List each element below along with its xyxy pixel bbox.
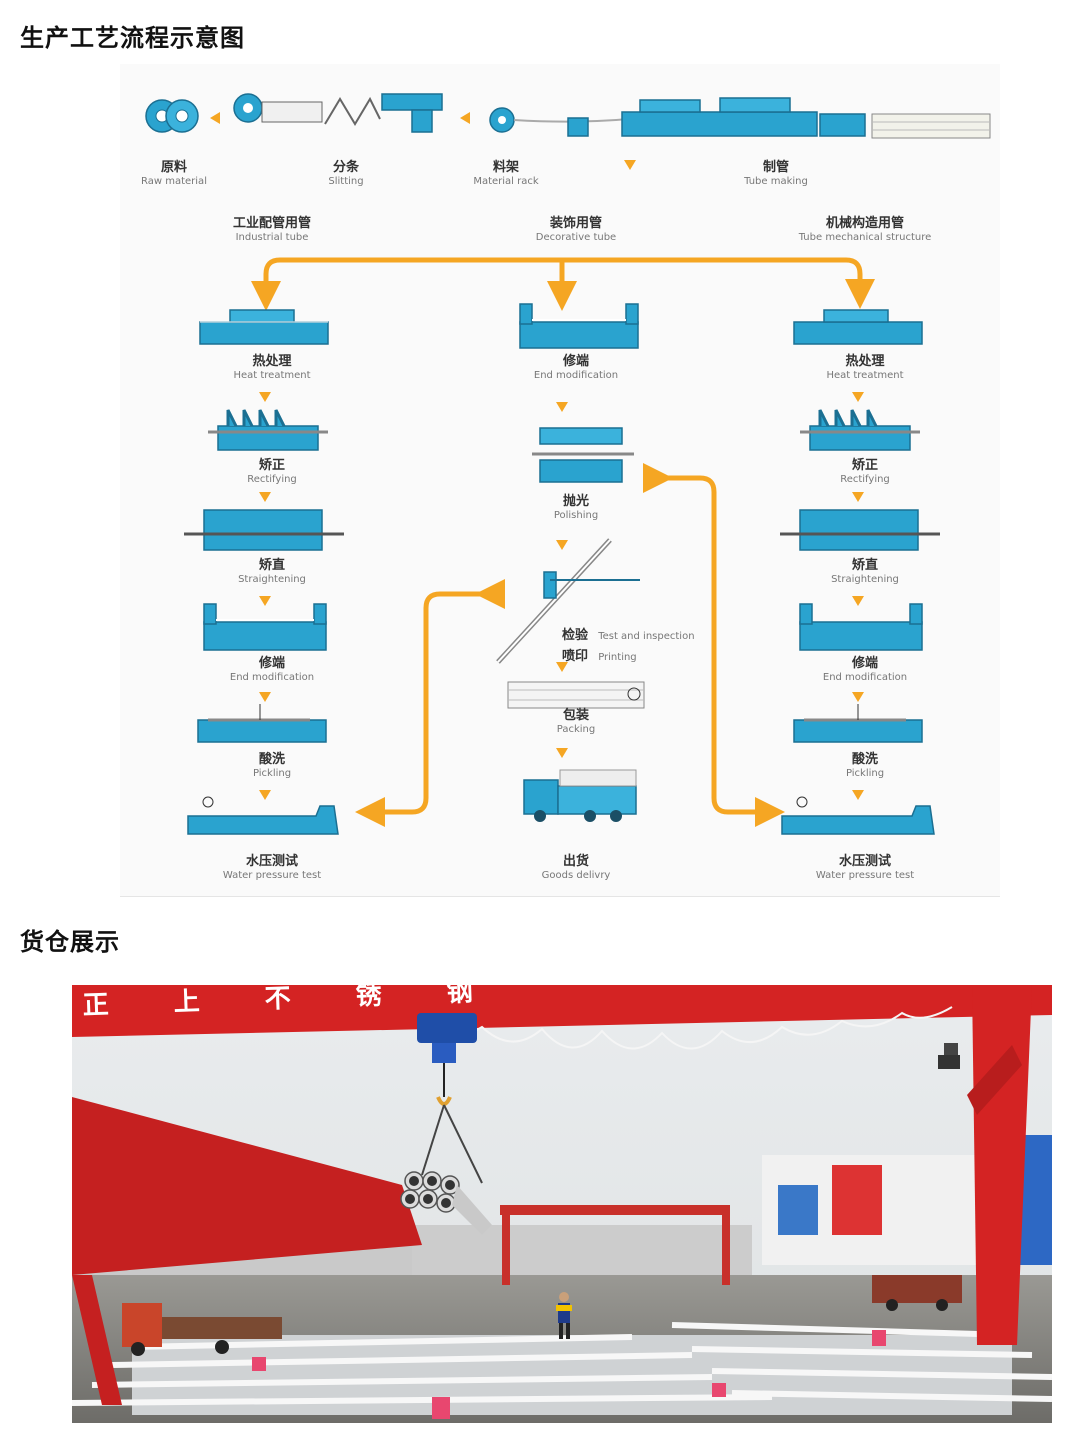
packing-bundle-icon [507,681,645,709]
right-heat-treatment-icon [793,309,923,345]
right-water-pressure-test-icon [781,796,935,835]
left-heat-treatment-icon [199,309,329,345]
left-water-pressure-test-icon [187,796,339,835]
right-test-return-arrow [643,463,785,827]
warehouse-heading: 货仓展示 [20,928,120,956]
background-gantry-crane [500,1205,730,1285]
right-pickling-icon [793,704,923,743]
slitting-machine-icon [233,93,443,133]
tube-making-machine-icon [621,97,991,139]
flow-arrow-2 [460,112,470,124]
raw-material-coils-icon [145,99,199,133]
flow-arrow-1 [210,112,220,124]
process-heading: 生产工艺流程示意图 [20,24,245,52]
middle-end-modification-icon [519,303,639,349]
worker-figure [556,1292,572,1339]
left-rectifying-icon [208,409,328,451]
right-end-modification-icon [799,603,923,651]
right-straightening-icon [780,509,940,551]
left-end-modification-icon [203,603,327,651]
left-test-return-arrow [355,579,505,827]
stainless-steel-pipe-stacks [72,1322,1052,1419]
main-gantry-crane [72,985,1052,1405]
floodlight-icon [938,1043,960,1069]
left-pickling-icon [197,704,327,743]
right-rectifying-icon [800,409,920,451]
polishing-machine-icon [532,427,634,483]
electric-hoist [417,1013,483,1184]
test-and-inspection-icon [496,538,640,664]
flow-arrow-down-top [624,160,636,170]
lifted-pipe-bundle [400,1171,492,1235]
material-rack-icon [489,107,641,137]
warehouse-photo: 正 上 不 锈 钢 [72,985,1052,1423]
truck-right [872,1275,962,1311]
middle-step-test-printing: 检验 Test and inspection 喷印 Printing [562,628,695,664]
truck-left [122,1303,282,1356]
crane-cable [421,1006,953,1050]
left-straightening-icon [184,509,344,551]
delivery-truck-icon [523,769,637,822]
